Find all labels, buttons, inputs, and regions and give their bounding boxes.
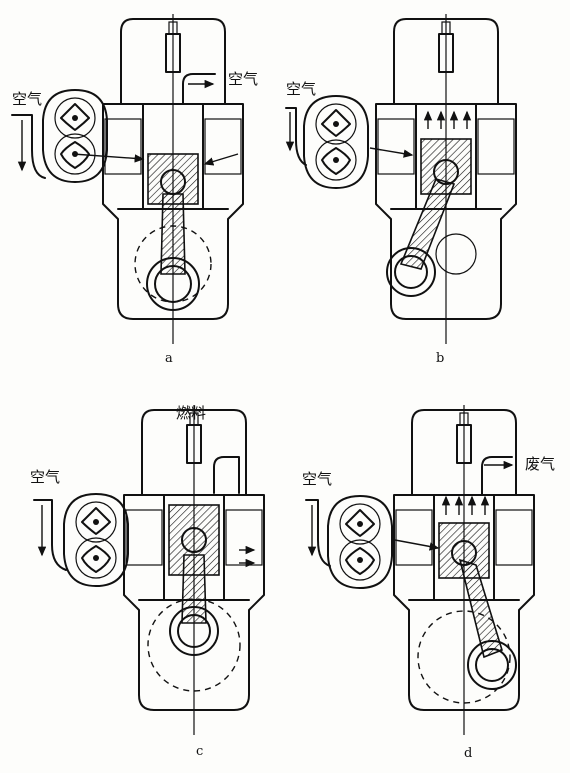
label-air-top-a: 空气 (228, 70, 258, 88)
air-inlet-b (285, 107, 307, 166)
air-inlet-a (11, 114, 46, 179)
air-inlet-d (305, 499, 331, 567)
label-air-left-a: 空气 (12, 90, 42, 108)
label-air-left-b: 空气 (286, 80, 316, 98)
blower-d (327, 495, 393, 589)
label-exhaust-top-d: 废气 (525, 455, 555, 473)
label-air-left-c: 空气 (30, 468, 60, 486)
engine-block-c (123, 405, 265, 735)
engine-block-a (72, 14, 244, 344)
blower-a (42, 89, 108, 183)
panel-b: 空气 b (285, 14, 517, 366)
panel-d: 空气 废气 d (302, 405, 555, 761)
air-inlet-c (33, 499, 67, 571)
caption-c: c (196, 744, 203, 759)
panel-a: 空气 空气 a (11, 14, 258, 366)
panel-c: 空气 燃料 c (30, 404, 265, 759)
engine-block-b (375, 14, 517, 344)
label-air-left-d: 空气 (302, 470, 332, 488)
label-fuel-top-c: 燃料 (176, 404, 206, 422)
blower-c (63, 493, 129, 587)
caption-a: a (165, 351, 173, 366)
caption-b: b (436, 351, 444, 366)
blower-b (303, 95, 369, 189)
caption-d: d (464, 746, 472, 761)
engine-block-d (393, 405, 535, 735)
